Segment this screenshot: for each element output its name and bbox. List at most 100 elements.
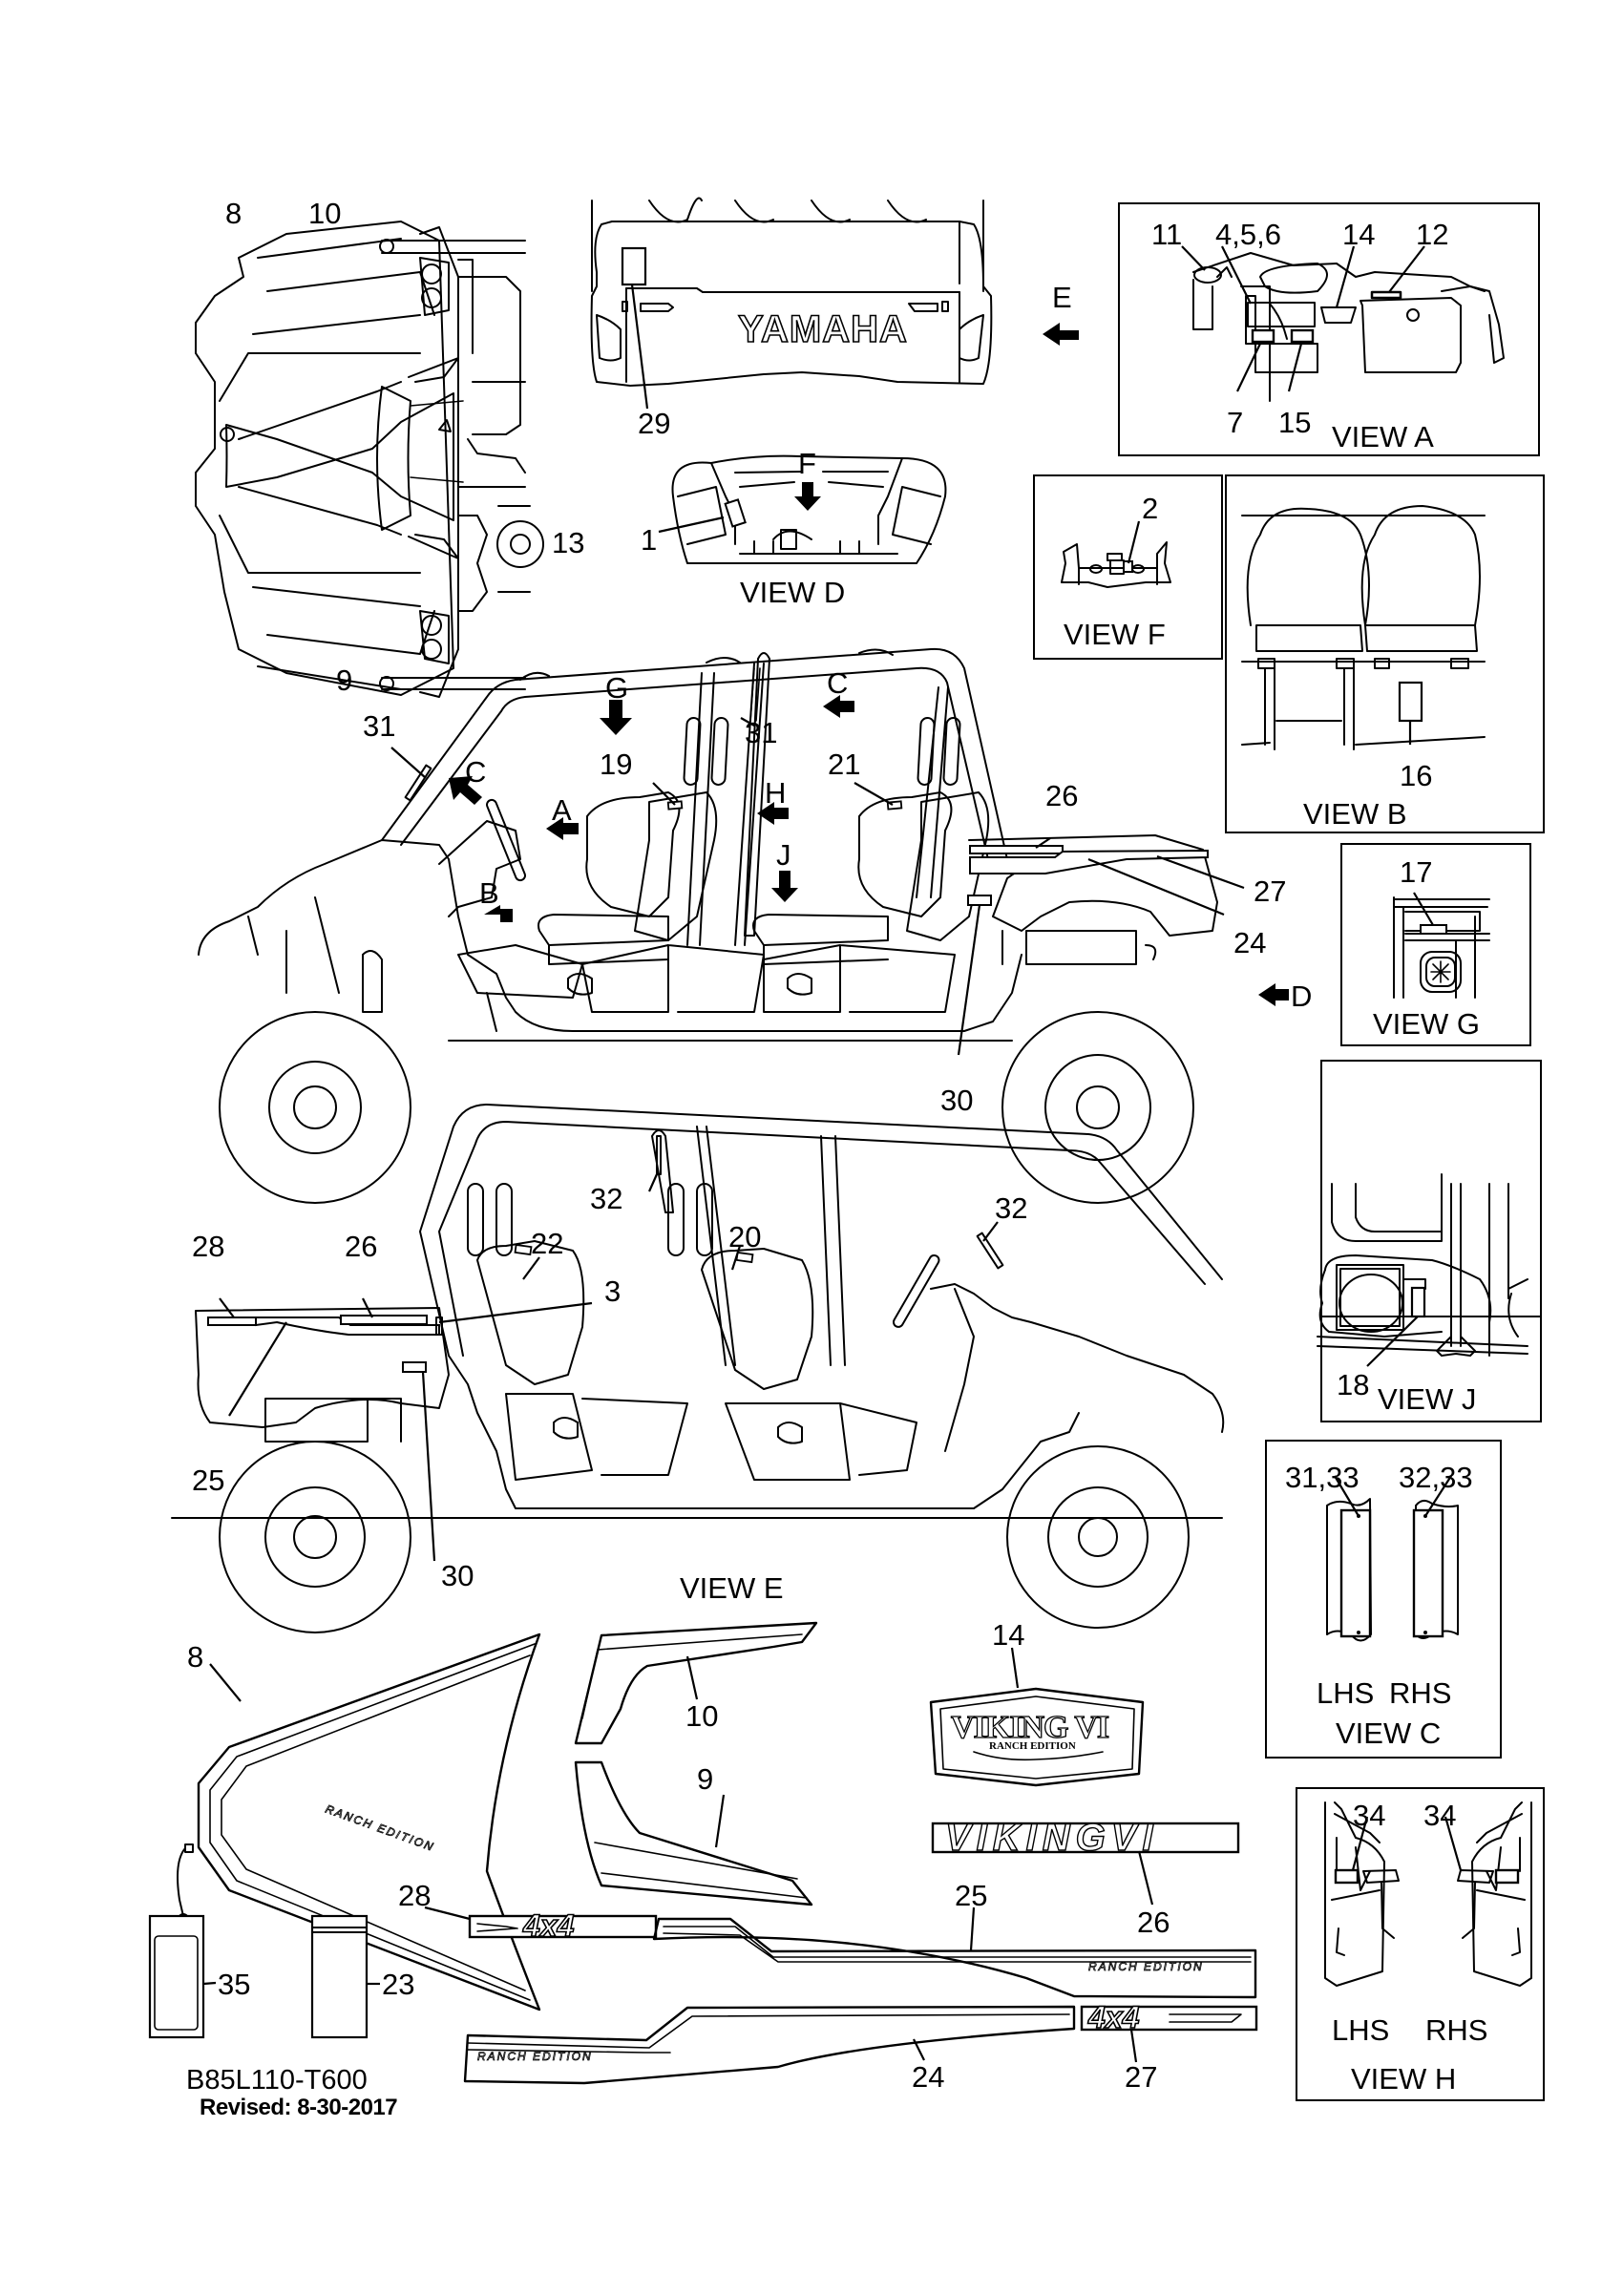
- decal-14-drawing: VIKING VI RANCH EDITION: [929, 1647, 1145, 1787]
- view-arrow-g-label: G: [605, 671, 629, 705]
- decal-26-viking-text: VIKINGVI: [945, 1817, 1159, 1859]
- view-h-title: VIEW H: [1351, 2062, 1457, 2096]
- callout-14-decal: 14: [992, 1618, 1025, 1652]
- callout-24-left: 24: [1233, 926, 1267, 959]
- view-arrow-h-icon: [757, 802, 789, 825]
- callout-8-decal: 8: [187, 1640, 204, 1674]
- callout-32-center: 32: [590, 1182, 623, 1215]
- decal-14-ranch-edition-text: RANCH EDITION: [989, 1740, 1076, 1752]
- view-a-panel: 11 4,5,6 14 12 7 15 VIEW A: [1118, 202, 1540, 456]
- view-g-panel: 17 VIEW G: [1340, 843, 1531, 1046]
- decal-28-4x4-text: 4x4: [522, 1908, 575, 1943]
- view-f-drawing: [1061, 520, 1171, 588]
- view-arrow-d-label: D: [1291, 979, 1313, 1013]
- decal-9-drawing: [574, 1760, 813, 1906]
- callout-3: 3: [604, 1274, 622, 1308]
- view-arrow-c-front-label: C: [465, 755, 487, 789]
- callout-35: 35: [218, 1968, 251, 2001]
- decal-25-ranch-edition-text: RANCH EDITION: [1088, 1960, 1204, 1973]
- view-arrow-e-icon: [1043, 323, 1079, 346]
- callout-13: 13: [552, 526, 585, 559]
- view-arrow-h-label: H: [765, 776, 787, 810]
- callout-15: 15: [1278, 406, 1312, 439]
- callout-7: 7: [1227, 406, 1244, 439]
- decal-10-drawing: [574, 1621, 818, 1745]
- callout-25-decal: 25: [955, 1879, 988, 1912]
- callout-23: 23: [382, 1968, 415, 2001]
- callout-14: 14: [1342, 218, 1376, 251]
- decal-27-4x4-text: 4x4: [1087, 2000, 1140, 2034]
- view-h-drawing: [1324, 1801, 1532, 1987]
- callout-30-left: 30: [940, 1084, 974, 1117]
- callout-1: 1: [641, 523, 658, 557]
- callout-28-side: 28: [192, 1230, 225, 1263]
- decal-28-25-drawing: 4x4 RANCH EDITION: [424, 1906, 1257, 1999]
- decal-24-ranch-edition-text: RANCH EDITION: [477, 2050, 593, 2063]
- view-arrow-c-rear-icon: [823, 695, 854, 718]
- view-f-title: VIEW F: [1064, 618, 1166, 651]
- callout-31-33: 31,33: [1285, 1461, 1360, 1494]
- callout-18: 18: [1337, 1368, 1370, 1401]
- decal-14-viking-text: VIKING VI: [951, 1710, 1109, 1745]
- callout-21: 21: [828, 748, 861, 781]
- callout-27-left: 27: [1254, 874, 1287, 908]
- callout-9: 9: [336, 664, 353, 697]
- view-arrow-b-icon: [484, 905, 513, 922]
- view-h-side-lhs: LHS: [1332, 2013, 1390, 2047]
- left-side-vehicle-drawing: [198, 647, 1289, 1204]
- callout-4-5-6: 4,5,6: [1215, 218, 1281, 251]
- view-c-drawing: [1326, 1475, 1459, 1642]
- callout-11: 11: [1151, 218, 1183, 251]
- view-arrow-a-icon: [546, 817, 579, 840]
- view-h-side-rhs: RHS: [1425, 2013, 1488, 2047]
- view-c-side-lhs: LHS: [1317, 1676, 1375, 1710]
- callout-22: 22: [531, 1227, 564, 1260]
- view-e-title: VIEW E: [680, 1571, 784, 1605]
- view-arrow-f-label: F: [798, 447, 816, 480]
- callout-20: 20: [728, 1220, 762, 1253]
- view-j-frame: [1320, 1060, 1542, 1422]
- callout-31-rear: 31: [745, 716, 778, 749]
- rear-view-tailgate-drawing: YAMAHA: [590, 197, 1079, 410]
- view-arrow-d-icon: [1258, 983, 1289, 1006]
- decal-8-drawing: RANCH EDITION: [197, 1632, 541, 2012]
- callout-28-decal: 28: [398, 1879, 432, 1912]
- callout-24-decal: 24: [912, 2060, 945, 2094]
- callout-34-rhs: 34: [1423, 1799, 1457, 1832]
- view-c-title: VIEW C: [1336, 1717, 1442, 1750]
- view-d-drawing: [658, 454, 947, 564]
- callout-9-decal: 9: [697, 1762, 714, 1796]
- decal-8-ranch-edition-text: RANCH EDITION: [324, 1802, 436, 1854]
- view-h-panel: 34 34 LHS RHS VIEW H: [1296, 1787, 1545, 2101]
- decal-24-27-drawing: RANCH EDITION 4x4: [463, 1999, 1258, 2085]
- view-arrow-a-label: A: [552, 793, 572, 827]
- view-arrow-g-icon: [600, 700, 632, 735]
- view-arrow-b-label: B: [479, 876, 499, 910]
- view-e-vehicle-drawing: [171, 1104, 1225, 1633]
- view-f-panel: 2 VIEW F: [1033, 474, 1223, 660]
- callout-32-33: 32,33: [1399, 1461, 1473, 1494]
- callout-10-decal: 10: [685, 1699, 719, 1733]
- callout-27-decal: 27: [1125, 2060, 1158, 2094]
- view-arrow-f-icon: [794, 482, 821, 511]
- view-arrow-c-rear-label: C: [827, 666, 849, 700]
- callout-2: 2: [1142, 492, 1159, 525]
- view-g-drawing: [1393, 892, 1490, 999]
- view-d-title: VIEW D: [740, 576, 846, 609]
- view-b-drawing: [1241, 505, 1486, 750]
- callout-34-lhs: 34: [1353, 1799, 1386, 1832]
- callout-8: 8: [225, 197, 242, 230]
- view-arrow-e-label: E: [1052, 281, 1072, 314]
- view-c-side-rhs: RHS: [1389, 1676, 1452, 1710]
- callout-19: 19: [600, 748, 633, 781]
- view-arrow-j-icon: [771, 871, 798, 902]
- view-a-drawing: [1181, 245, 1505, 402]
- callout-10: 10: [308, 197, 342, 230]
- view-c-panel: 31,33 32,33 LHS RHS VIEW C: [1265, 1440, 1502, 1759]
- callout-12: 12: [1416, 218, 1449, 251]
- view-a-title: VIEW A: [1332, 420, 1434, 453]
- callout-26-left: 26: [1045, 779, 1079, 812]
- view-b-title: VIEW B: [1303, 797, 1407, 831]
- decal-26-drawing: VIKINGVI: [931, 1816, 1240, 1906]
